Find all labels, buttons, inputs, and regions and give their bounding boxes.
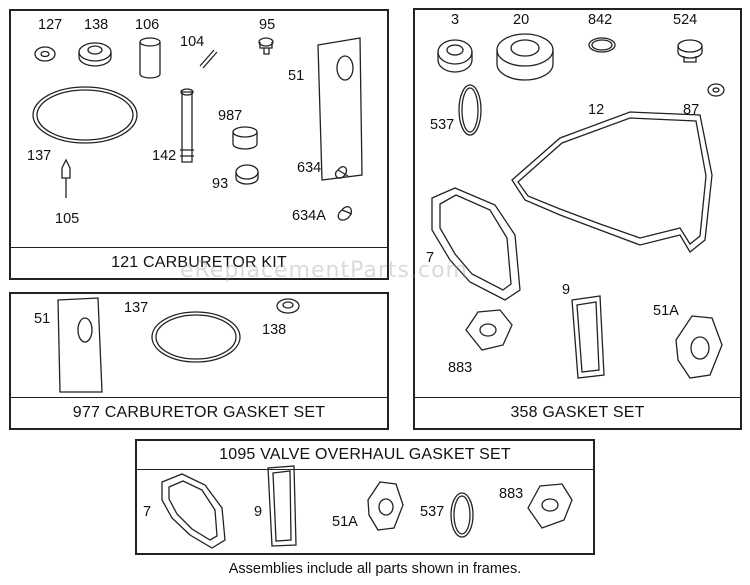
- label-842: 842: [588, 12, 613, 28]
- part-524-plug-icon: [677, 39, 703, 63]
- label-537: 537: [430, 117, 455, 133]
- gs-part-138-seal-icon: [276, 298, 300, 314]
- part-7-cover-gasket-icon: [431, 187, 521, 301]
- vo-label-537: 537: [420, 504, 445, 520]
- part-93-cap-icon: [235, 164, 259, 185]
- gasket-set-frame: 358 GASKET SET: [413, 8, 742, 430]
- part-51a-gasket-icon: [675, 315, 723, 379]
- label-987: 987: [218, 108, 243, 124]
- label-524: 524: [673, 12, 698, 28]
- label-95: 95: [259, 17, 276, 33]
- part-95-screw-icon: [258, 37, 274, 55]
- vo-part-9-gasket-icon: [267, 465, 297, 547]
- part-87-washer-icon: [707, 83, 725, 97]
- part-842-ring-icon: [588, 37, 616, 53]
- part-20-seal-icon: [496, 33, 554, 81]
- label-3: 3: [451, 12, 460, 28]
- label-93: 93: [212, 176, 229, 192]
- vo-label-9: 9: [254, 504, 263, 520]
- vo-label-883: 883: [499, 486, 524, 502]
- label-137: 137: [27, 148, 52, 164]
- footnote: Assemblies include all parts shown in fr…: [228, 561, 522, 577]
- vo-label-51a: 51A: [332, 514, 358, 530]
- part-104-pin-icon: [199, 49, 218, 69]
- part-127-washer-icon: [34, 46, 56, 62]
- part-106-sleeve-icon: [139, 37, 161, 79]
- valve-overhaul-gasket-set-title: 1095 VALVE OVERHAUL GASKET SET: [137, 441, 593, 470]
- part-634a-spring-icon: [337, 206, 353, 221]
- part-105-needle-icon: [61, 158, 71, 198]
- vo-part-51a-gasket-icon: [367, 481, 404, 531]
- vo-part-537-o-ring-icon: [450, 492, 474, 538]
- carburetor-kit-title: 121 CARBURETOR KIT: [11, 247, 387, 278]
- part-12-crankcase-gasket-icon: [511, 111, 713, 253]
- label-138: 138: [84, 17, 109, 33]
- carburetor-gasket-set-title: 977 CARBURETOR GASKET SET: [11, 397, 387, 428]
- gs-part-137-o-ring-icon: [151, 311, 241, 363]
- label-127: 127: [38, 17, 63, 33]
- label-51: 51: [288, 68, 305, 84]
- label-87: 87: [683, 102, 700, 118]
- valve-overhaul-gasket-set-frame: 1095 VALVE OVERHAUL GASKET SET: [135, 439, 595, 555]
- vo-label-7: 7: [143, 504, 152, 520]
- label-20: 20: [513, 12, 530, 28]
- carburetor-gasket-set-frame: 977 CARBURETOR GASKET SET: [9, 292, 389, 430]
- label-142: 142: [152, 148, 177, 164]
- part-634-spring-icon: [334, 166, 349, 179]
- part-3-seal-icon: [437, 39, 473, 73]
- part-51-plate-icon: [317, 37, 363, 181]
- part-137-o-ring-icon: [32, 86, 138, 144]
- label-9: 9: [562, 282, 571, 298]
- gs-label-137: 137: [124, 300, 149, 316]
- label-12: 12: [588, 102, 605, 118]
- watermark: eReplacementParts.com: [180, 258, 468, 283]
- label-104: 104: [180, 34, 205, 50]
- label-51a: 51A: [653, 303, 679, 319]
- label-7: 7: [426, 250, 435, 266]
- part-537-o-ring-icon: [458, 84, 482, 136]
- part-138-seal-icon: [78, 42, 112, 67]
- part-883-gasket-icon: [465, 309, 513, 351]
- label-634: 634: [297, 160, 322, 176]
- gs-part-51-plate-icon: [57, 297, 103, 393]
- part-142-shaft-icon: [180, 88, 194, 163]
- label-106: 106: [135, 17, 160, 33]
- label-634a: 634A: [292, 208, 326, 224]
- part-9-gasket-icon: [571, 295, 605, 379]
- part-987-bushing-icon: [232, 126, 258, 150]
- label-883: 883: [448, 360, 473, 376]
- gasket-set-title: 358 GASKET SET: [415, 397, 740, 428]
- carburetor-kit-frame: 121 CARBURETOR KIT: [9, 9, 389, 280]
- gs-label-138: 138: [262, 322, 287, 338]
- vo-part-7-cover-gasket-icon: [161, 473, 226, 549]
- gs-label-51: 51: [34, 311, 51, 327]
- vo-part-883-gasket-icon: [527, 483, 573, 529]
- label-105: 105: [55, 211, 80, 227]
